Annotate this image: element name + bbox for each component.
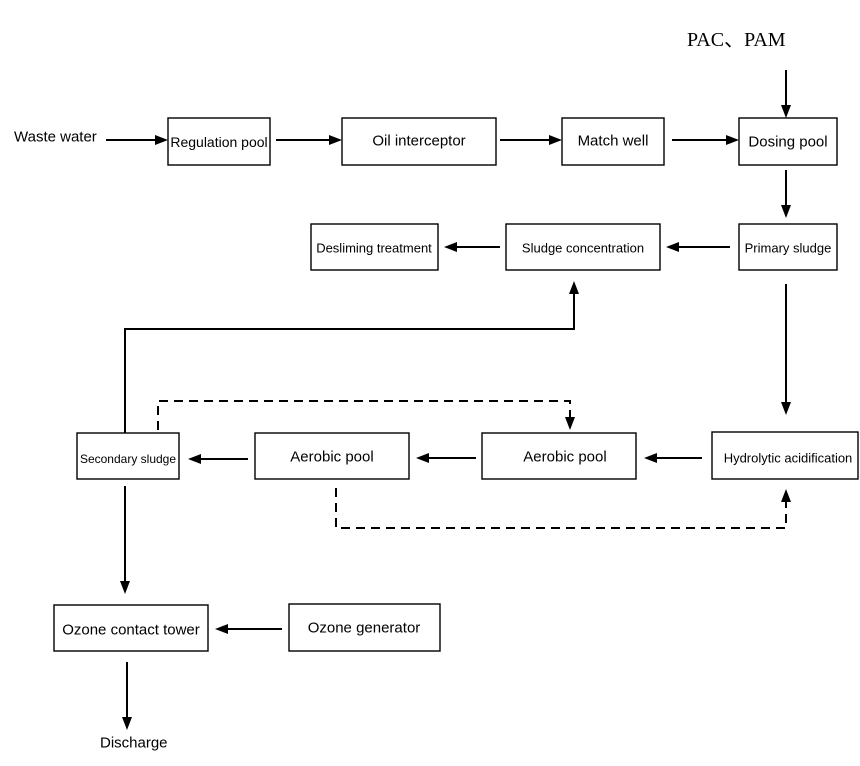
edge-secondary-to-sludge-concentration [124, 281, 579, 433]
primary-sludge-label: Primary sludge [745, 241, 832, 256]
edge-regulation-to-oil [276, 135, 342, 145]
edge-oil-to-match [500, 135, 562, 145]
aerobic-pool-right-label: Aerobic pool [523, 449, 606, 466]
dosing-pool-label: Dosing pool [748, 134, 827, 151]
edge-dosing-to-primary [781, 170, 791, 218]
ozone-contact-tower-label: Ozone contact tower [62, 622, 200, 639]
waste-water-label: Waste water [14, 129, 97, 146]
edge-sludge-concentration-to-desliming [444, 242, 500, 252]
edge-hydrolytic-to-aerobic-right [644, 453, 702, 463]
secondary-sludge-node: Secondary sludge [76, 432, 180, 480]
edge-waste-water-to-regulation [106, 135, 168, 145]
ozone-generator-node: Ozone generator [288, 603, 441, 652]
secondary-sludge-label: Secondary sludge [80, 452, 176, 466]
primary-sludge-node: Primary sludge [738, 223, 838, 271]
desliming-treatment-label: Desliming treatment [316, 241, 432, 256]
edge-secondary-to-ozone-tower [120, 486, 130, 594]
hydrolytic-acidification-node: Hydrolytic acidification [711, 431, 859, 480]
dashed-recycle-secondary-to-aerobic-right [157, 400, 575, 430]
sludge-concentration-node: Sludge concentration [505, 223, 661, 271]
chemicals-label: PAC、PAM [687, 29, 786, 51]
edge-primary-to-sludge-concentration [666, 242, 730, 252]
aerobic-pool-right-node: Aerobic pool [481, 432, 637, 480]
ozone-contact-tower-node: Ozone contact tower [53, 604, 209, 652]
sludge-concentration-label: Sludge concentration [522, 241, 644, 256]
discharge-label: Discharge [100, 735, 168, 752]
hydrolytic-acidification-label: Hydrolytic acidification [724, 451, 853, 466]
desliming-treatment-node: Desliming treatment [310, 223, 439, 271]
dashed-recycle-aerobic-left-to-hydrolytic [335, 488, 791, 529]
edge-aerobic-right-to-aerobic-left [416, 453, 476, 463]
ozone-generator-label: Ozone generator [308, 620, 421, 637]
regulation-pool-node: Regulation pool [167, 117, 271, 166]
edge-aerobic-left-to-secondary [188, 454, 248, 464]
oil-interceptor-node: Oil interceptor [341, 117, 497, 166]
oil-interceptor-label: Oil interceptor [372, 133, 465, 150]
edge-primary-to-hydrolytic [781, 284, 791, 415]
edge-ozone-generator-to-tower [215, 624, 282, 634]
aerobic-pool-left-node: Aerobic pool [254, 432, 410, 480]
match-well-label: Match well [578, 133, 649, 150]
dosing-pool-node: Dosing pool [738, 117, 838, 166]
match-well-node: Match well [561, 117, 665, 166]
edge-ozone-tower-to-discharge [122, 662, 132, 730]
regulation-pool-label: Regulation pool [170, 134, 267, 150]
edge-chemicals-to-dosing [781, 70, 791, 118]
aerobic-pool-left-label: Aerobic pool [290, 449, 373, 466]
edge-match-to-dosing [672, 135, 739, 145]
